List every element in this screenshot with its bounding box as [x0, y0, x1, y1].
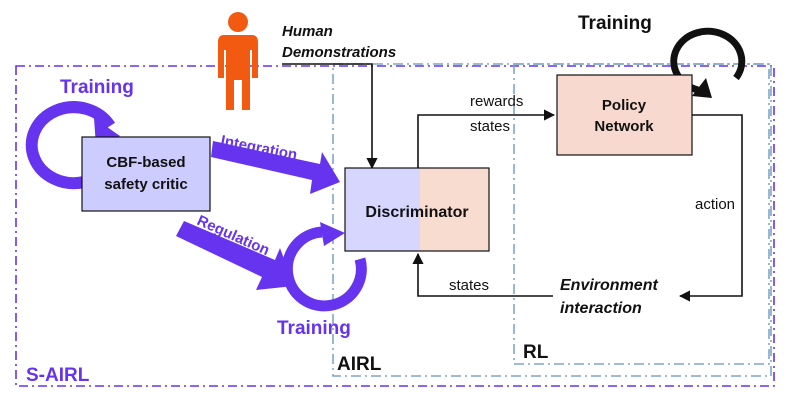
cbf-safety-critic-label-line1: CBF-based — [106, 154, 185, 171]
discriminator-box — [344, 167, 490, 252]
cbf-safety-critic-label-line2: safety critic — [104, 176, 187, 193]
rl-region-label: RL — [523, 342, 549, 363]
states-top-label: states — [470, 118, 510, 135]
training-label-top: Training — [578, 13, 652, 34]
circular-arrow-icon — [281, 222, 367, 312]
policy-to-environment-arrow — [678, 114, 743, 302]
discriminator-right-half — [420, 168, 489, 251]
policy-network-label-line1: Policy — [602, 97, 647, 114]
rewards-label: rewards — [470, 93, 523, 110]
training-label-bottom: Training — [277, 318, 351, 339]
person-icon — [218, 12, 258, 110]
discriminator-to-policy-arrow — [417, 109, 556, 168]
environment-interaction-line2: interaction — [560, 300, 642, 317]
demonstrations-to-discriminator-arrow — [282, 63, 378, 170]
discriminator-left-half — [345, 168, 420, 251]
integration-arrow — [211, 141, 340, 194]
policy-network-label-line2: Network — [594, 118, 654, 135]
human-demonstrations-line2: Demonstrations — [282, 44, 396, 61]
human-demonstrations-line1: Human — [282, 23, 333, 40]
cbf-safety-critic-box — [81, 136, 211, 212]
environment-to-discriminator-arrow — [412, 252, 553, 297]
discriminator-label: Discriminator — [365, 204, 468, 221]
regulation-arrow — [176, 221, 294, 290]
airl-region-border — [332, 63, 772, 377]
environment-interaction-line1: Environment — [560, 277, 658, 294]
policy-network-box — [556, 74, 693, 156]
rl-region-border — [513, 63, 770, 365]
sairl-region-border — [15, 65, 775, 387]
training-label-left: Training — [60, 77, 134, 98]
airl-region-label: AIRL — [337, 354, 382, 375]
sairl-region-label: S-AIRL — [26, 365, 90, 386]
action-label: action — [695, 196, 735, 213]
states-bottom-label: states — [449, 277, 489, 294]
